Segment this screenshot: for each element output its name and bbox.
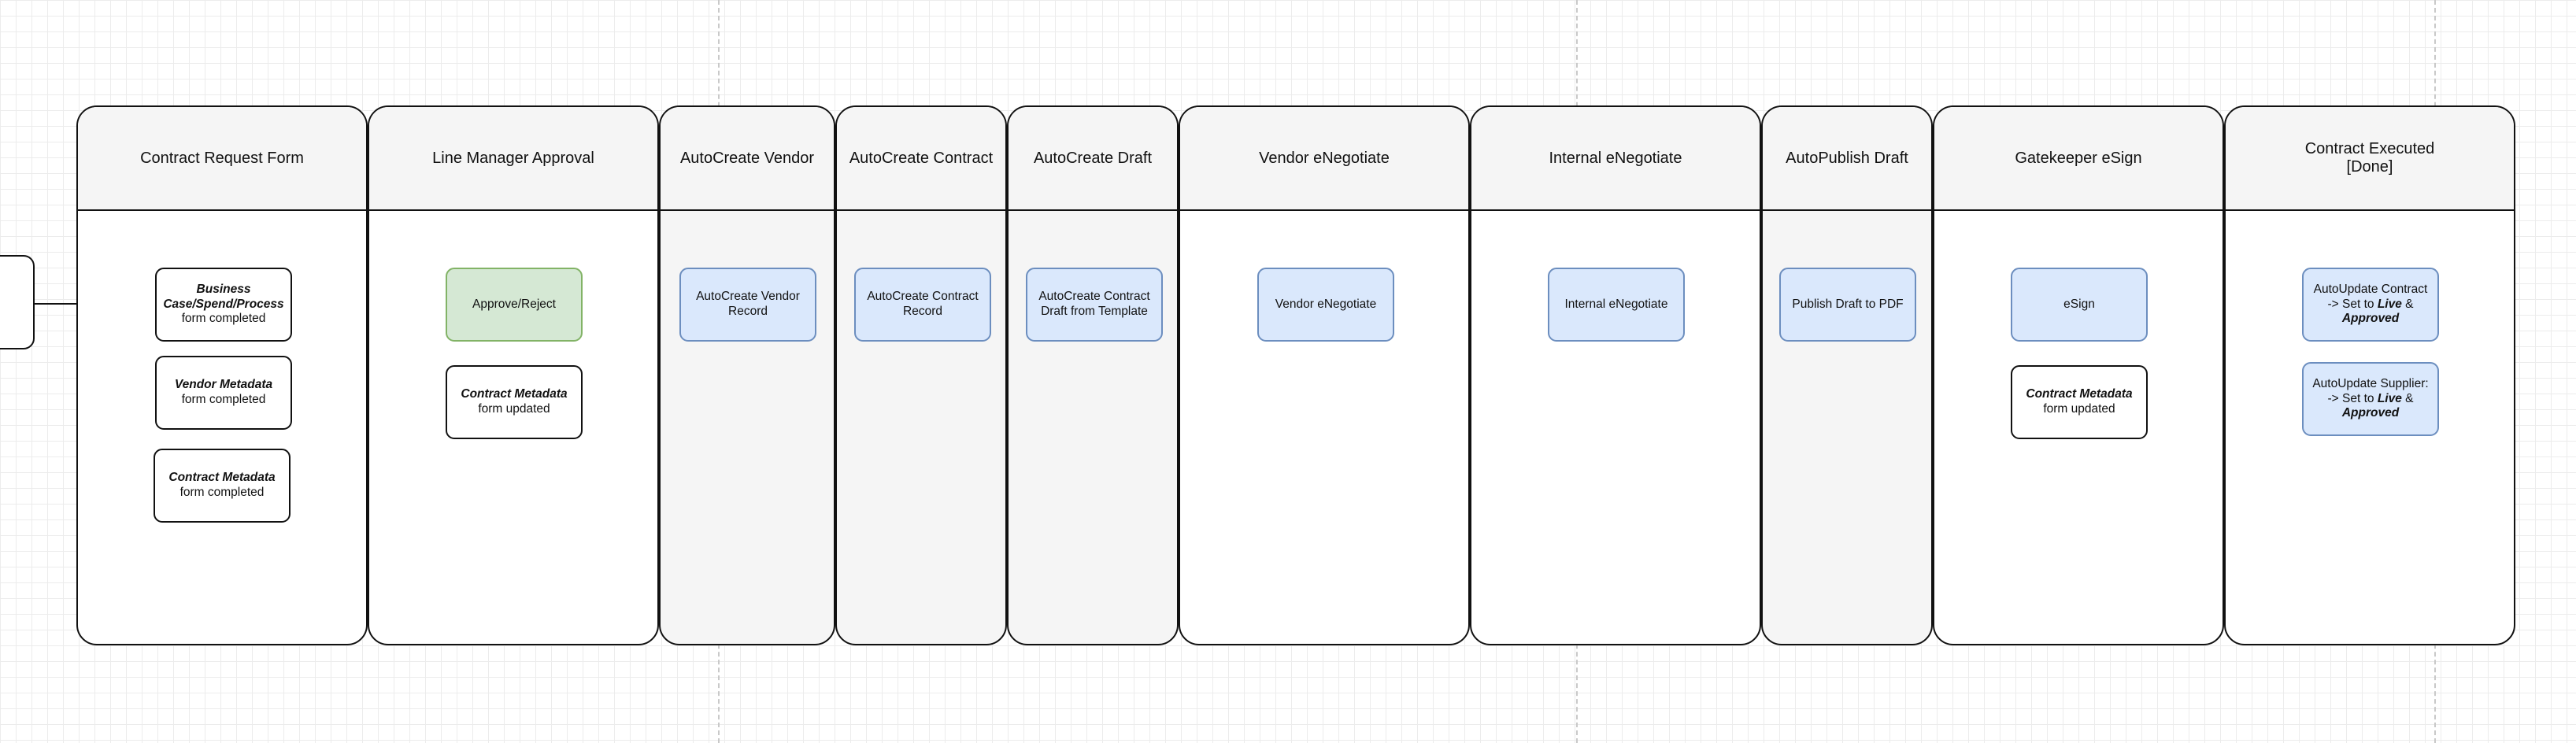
lane-title: Contract Executed [Done] <box>2304 140 2435 176</box>
task-card[interactable]: eSign <box>2011 268 2148 342</box>
task-card[interactable]: AutoCreate Contract Draft from Template <box>1026 268 1163 342</box>
card-text: AutoCreate Vendor Record <box>696 290 800 318</box>
lane-header: Vendor eNegotiate <box>1180 107 1468 211</box>
card-text: AutoUpdate Supplier: -> Set to Live & Ap… <box>2312 376 2429 420</box>
card-text: Vendor Metadata form completed <box>174 378 273 406</box>
lane-header: Line Manager Approval <box>369 107 657 211</box>
lane-header: Internal eNegotiate <box>1471 107 1760 211</box>
card-text: Business Case/Spend/Process form complet… <box>163 282 284 326</box>
task-card[interactable]: Internal eNegotiate <box>1548 268 1685 342</box>
card-text: eSign <box>2063 297 2095 311</box>
lane-gatekeeper-esign[interactable]: Gatekeeper eSign eSign Contract Metadata… <box>1933 105 2224 645</box>
card-text: Internal eNegotiate <box>1564 297 1668 311</box>
task-card[interactable]: Contract Metadata form completed <box>154 449 291 523</box>
lane-title: AutoCreate Vendor <box>679 149 815 167</box>
card-text: Publish Draft to PDF <box>1792 297 1904 311</box>
lane-title: Vendor eNegotiate <box>1259 149 1390 167</box>
card-text: AutoCreate Contract Record <box>867 290 979 318</box>
task-card[interactable]: AutoUpdate Supplier: -> Set to Live & Ap… <box>2302 362 2439 436</box>
task-card[interactable]: Vendor eNegotiate <box>1257 268 1394 342</box>
lane-autopublish-draft[interactable]: AutoPublish Draft Publish Draft to PDF <box>1761 105 1933 645</box>
lane-contract-executed[interactable]: Contract Executed [Done] AutoUpdate Cont… <box>2224 105 2515 645</box>
lane-internal-enegotiate[interactable]: Internal eNegotiate Internal eNegotiate <box>1470 105 1761 645</box>
card-text: Contract Metadata form updated <box>2026 387 2133 416</box>
lane-autocreate-contract[interactable]: AutoCreate Contract AutoCreate Contract … <box>835 105 1007 645</box>
lane-title: Internal eNegotiate <box>1549 149 1682 167</box>
card-text: Contract Metadata form completed <box>168 471 276 499</box>
lane-header: AutoCreate Vendor <box>661 107 834 211</box>
lane-header: AutoCreate Draft <box>1009 107 1177 211</box>
lane-header: Contract Executed [Done] <box>2226 107 2514 211</box>
task-card[interactable]: Vendor Metadata form completed <box>155 356 292 430</box>
lane-vendor-enegotiate[interactable]: Vendor eNegotiate Vendor eNegotiate <box>1179 105 1470 645</box>
task-card[interactable]: AutoCreate Contract Record <box>854 268 991 342</box>
lane-header: AutoCreate Contract <box>837 107 1005 211</box>
card-text: AutoCreate Contract Draft from Template <box>1038 290 1150 318</box>
lane-title: Line Manager Approval <box>432 149 594 167</box>
card-text: Vendor eNegotiate <box>1275 297 1377 311</box>
card-text: AutoUpdate Contract -> Set to Live & App… <box>2313 282 2428 326</box>
lane-autocreate-draft[interactable]: AutoCreate Draft AutoCreate Contract Dra… <box>1007 105 1179 645</box>
lane-title: Gatekeeper eSign <box>2015 149 2142 167</box>
lane-title: AutoCreate Draft <box>1033 149 1153 167</box>
task-card[interactable]: AutoCreate Vendor Record <box>679 268 816 342</box>
lane-autocreate-vendor[interactable]: AutoCreate Vendor AutoCreate Vendor Reco… <box>659 105 835 645</box>
task-card[interactable]: Contract Metadata form updated <box>2011 365 2148 439</box>
lane-line-manager-approval[interactable]: Line Manager Approval Approve/Reject Con… <box>368 105 659 645</box>
lane-title: AutoPublish Draft <box>1786 149 1908 167</box>
task-card[interactable]: Publish Draft to PDF <box>1779 268 1916 342</box>
lane-header: Gatekeeper eSign <box>1934 107 2223 211</box>
card-text: Contract Metadata form updated <box>461 387 568 416</box>
task-card[interactable]: AutoUpdate Contract -> Set to Live & App… <box>2302 268 2439 342</box>
lane-header: AutoPublish Draft <box>1763 107 1931 211</box>
task-card[interactable]: Contract Metadata form updated <box>446 365 583 439</box>
task-card[interactable]: Business Case/Spend/Process form complet… <box>155 268 292 342</box>
lane-title: AutoCreate Contract <box>849 149 994 167</box>
lane-title: Contract Request Form <box>140 149 304 167</box>
approve-reject-card[interactable]: Approve/Reject <box>446 268 583 342</box>
card-text: Approve/Reject <box>472 297 556 311</box>
lane-header: Contract Request Form <box>78 107 366 211</box>
external-start-shape[interactable] <box>0 255 35 349</box>
lane-contract-request-form[interactable]: Contract Request Form Business Case/Spen… <box>76 105 368 645</box>
